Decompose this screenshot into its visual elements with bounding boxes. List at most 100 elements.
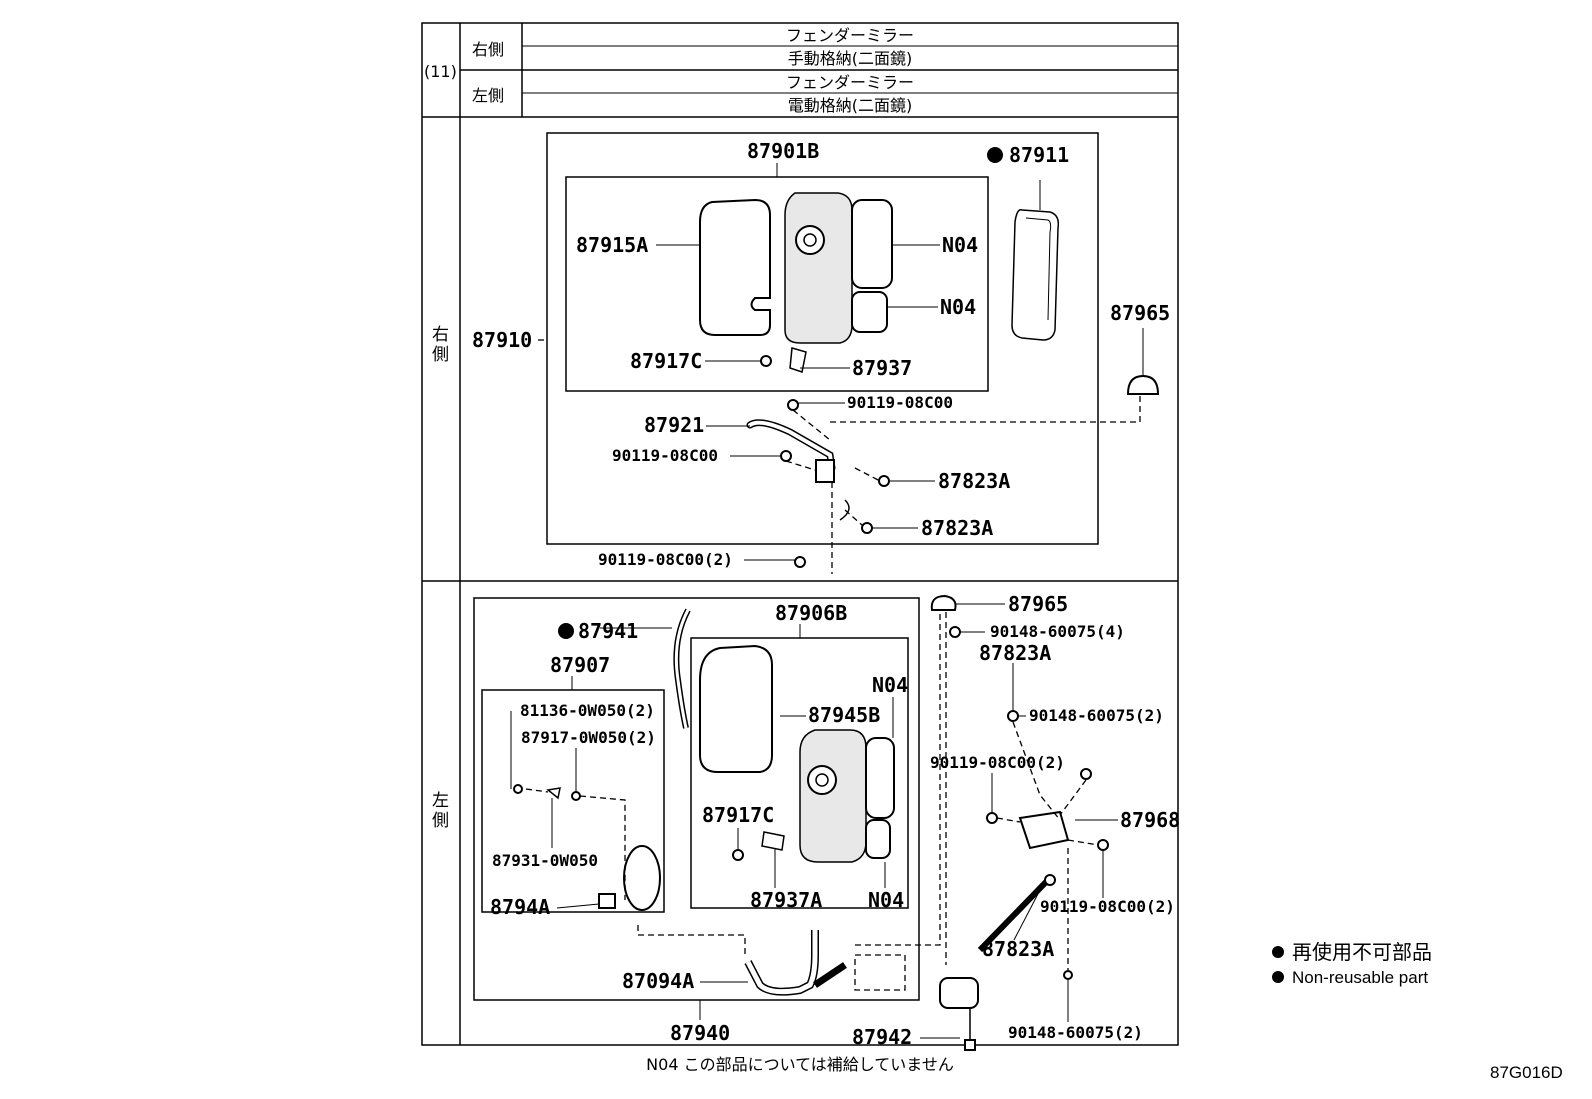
right-nut-1 — [878, 475, 890, 487]
left-side-label-1: 左 — [432, 791, 449, 811]
label-87945B: 87945B — [808, 703, 880, 727]
legend-dot-jp — [1272, 946, 1284, 958]
left-dash-h — [996, 817, 1021, 823]
left-dash-c — [637, 925, 746, 955]
header-left-label: 左側 — [472, 86, 504, 105]
left-dash-box — [854, 954, 906, 991]
label-87917C-left: 87917C — [702, 803, 774, 827]
left-bolt-90148-4 — [949, 626, 961, 638]
right-dash-3 — [785, 460, 816, 471]
label-N04b: N04 — [940, 295, 976, 319]
label-87910: 87910 — [472, 328, 532, 352]
label-87917-0W050: 87917-0W050(2) — [521, 728, 656, 747]
non-reusable-dot-87911 — [987, 147, 1003, 163]
label-N04b-left: N04 — [868, 888, 904, 912]
left-motor-87942 — [939, 977, 979, 1009]
right-seal-inner — [1025, 217, 1052, 321]
non-reusable-dot-87941 — [558, 623, 574, 639]
header-left-desc-2: 電動格納(二面鏡) — [788, 96, 913, 115]
right-bolt-1 — [787, 399, 799, 411]
label-90119-08C00-left: 90119-08C00(2) — [930, 753, 1065, 772]
right-actuator-core — [803, 233, 817, 247]
footnote: N04 この部品については補給していません — [646, 1055, 954, 1074]
label-87094A: 87094A — [622, 969, 694, 993]
left-screw-87917C — [732, 849, 744, 861]
label-87940: 87940 — [670, 1021, 730, 1045]
left-clip-8794A — [598, 893, 616, 909]
label-87901B: 87901B — [747, 139, 819, 163]
right-mirror-glass — [699, 198, 771, 336]
right-mirror-housing — [784, 192, 853, 344]
label-90119-08C00-3: 90119-08C00(2) — [598, 550, 733, 569]
left-housing-cover-upper — [865, 737, 895, 819]
label-87937A: 87937A — [750, 888, 822, 912]
header-right-label: 右側 — [472, 40, 504, 59]
row-number: (11) — [424, 62, 457, 81]
right-actuator — [795, 225, 825, 255]
left-stay-inner — [745, 930, 818, 995]
label-87915A: 87915A — [576, 233, 648, 257]
label-90119-08C00-1: 90119-08C00 — [847, 393, 953, 412]
label-87942: 87942 — [852, 1025, 912, 1049]
header-right-desc-2: 手動格納(二面鏡) — [788, 49, 913, 68]
left-stay-arm — [813, 962, 847, 988]
label-N04a: N04 — [942, 233, 978, 257]
left-bolt-90119-b — [1097, 839, 1109, 851]
right-dash-5 — [854, 467, 881, 482]
label-87823A-left-b: 87823A — [982, 937, 1054, 961]
label-87941: 87941 — [578, 619, 638, 643]
label-87907: 87907 — [550, 653, 610, 677]
left-side-label-2: 側 — [432, 811, 449, 831]
right-housing-cover-lower — [851, 291, 888, 333]
left-bracket-box — [481, 689, 665, 913]
label-87937: 87937 — [852, 356, 912, 380]
legend-en: Non-reusable part — [1292, 968, 1428, 987]
left-rod — [977, 879, 1049, 953]
figure-id: 87G016D — [1490, 1063, 1563, 1082]
label-8794A: 8794A — [490, 895, 550, 919]
right-outer-box — [546, 132, 1099, 545]
left-dash-g — [1059, 779, 1087, 816]
left-seal-inner — [674, 609, 690, 729]
right-screw — [760, 355, 772, 367]
label-90148-60075-2b: 90148-60075(2) — [1008, 1023, 1143, 1042]
left-dash-i — [1067, 839, 1099, 846]
left-dash-b — [579, 795, 626, 900]
left-cap-87965 — [930, 594, 957, 611]
right-seal — [1011, 209, 1060, 341]
label-87823A-left: 87823A — [979, 641, 1051, 665]
header-right-desc-1: フェンダーミラー — [786, 26, 914, 45]
leader-87823A-left-b — [1013, 889, 1041, 941]
label-90148-60075-2a: 90148-60075(2) — [1029, 706, 1164, 725]
right-bracket — [789, 347, 807, 373]
table-frame — [421, 22, 1179, 1046]
right-assembly — [538, 132, 1160, 574]
left-clip-87931 — [546, 787, 561, 800]
left-dash-d — [855, 605, 941, 946]
right-side-label-1: 右 — [432, 325, 449, 345]
right-nut-2 — [861, 522, 873, 534]
left-assembly — [473, 594, 1118, 1051]
left-nut-87823A-b — [1044, 874, 1056, 886]
label-87823A-1: 87823A — [938, 469, 1010, 493]
label-87911: 87911 — [1009, 143, 1069, 167]
left-actuator — [807, 765, 837, 795]
right-wire — [839, 499, 850, 521]
leader-8794A — [556, 903, 600, 909]
label-90119-08C00-left-b: 90119-08C00(2) — [1040, 897, 1175, 916]
left-bracket-87937A — [761, 831, 785, 851]
label-N04a-left: N04 — [872, 673, 908, 697]
right-bolt-2 — [780, 450, 792, 462]
header-left-desc-1: フェンダーミラー — [786, 73, 914, 92]
left-bolt-90148-2b — [1063, 970, 1073, 980]
right-dash-2 — [830, 394, 1141, 423]
left-dash-a — [525, 788, 549, 793]
label-81136-0W050: 81136-0W050(2) — [520, 701, 655, 720]
left-actuator-core — [815, 773, 829, 787]
left-screw-81136 — [513, 784, 523, 794]
label-87931-0W050: 87931-0W050 — [492, 851, 598, 870]
label-87968: 87968 — [1120, 808, 1180, 832]
label-87965: 87965 — [1110, 301, 1170, 325]
left-mirror-glass — [699, 644, 773, 773]
